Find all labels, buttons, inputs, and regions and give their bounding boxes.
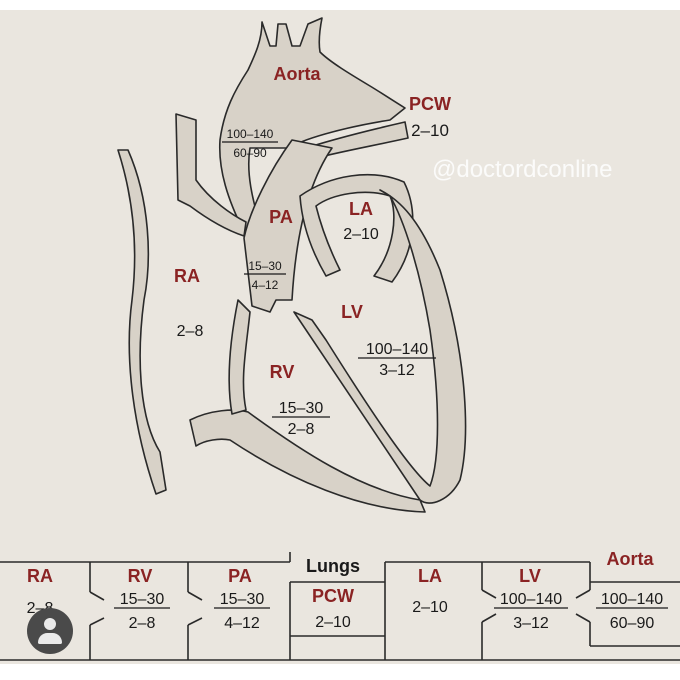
vena-cava-upper (175, 113, 247, 237)
la-value: 2–10 (343, 226, 379, 243)
flow-pa-bottom: 4–12 (224, 615, 260, 632)
rv-left-wall (228, 299, 251, 415)
flow-aorta-label: Aorta (606, 549, 654, 569)
aorta-bottom-value: 60–90 (233, 146, 267, 160)
flow-ra-label: RA (27, 566, 53, 586)
bottom-border (0, 664, 680, 680)
pa-label: PA (269, 207, 293, 227)
flow-pcw-value: 2–10 (315, 614, 351, 631)
flow-rv-top: 15–30 (120, 591, 165, 608)
la-wall (299, 173, 414, 283)
watermark: @doctordconline (432, 156, 612, 183)
ra-label: RA (174, 266, 200, 286)
flow-aorta-bottom: 60–90 (610, 615, 655, 632)
ra-value: 2–8 (177, 323, 204, 340)
rv-label: RV (270, 362, 295, 382)
flow-lungs-label: Lungs (306, 556, 360, 576)
lv-top-value: 100–140 (366, 341, 428, 358)
top-border (0, 0, 680, 10)
pulmonary-trunk (243, 139, 333, 313)
flow-rv-label: RV (128, 566, 153, 586)
rv-bottom-value: 2–8 (288, 421, 315, 438)
pa-top-value: 15–30 (248, 259, 282, 273)
ra-wall (117, 149, 167, 495)
flow-pcw-label: PCW (312, 586, 354, 606)
flow-lv-bottom: 3–12 (513, 615, 549, 632)
flow-la-label: LA (418, 566, 442, 586)
pcw-label: PCW (409, 94, 451, 114)
rv-top-value: 15–30 (279, 400, 324, 417)
flow-la-value: 2–10 (412, 599, 448, 616)
flow-lv-label: LV (519, 566, 541, 586)
flow-aorta-top: 100–140 (601, 591, 663, 608)
flow-lv-top: 100–140 (500, 591, 562, 608)
aorta-label: Aorta (273, 64, 321, 84)
flow-diagram (0, 552, 680, 661)
lv-bottom-value: 3–12 (379, 362, 415, 379)
avatar-body (38, 633, 62, 644)
flow-pa-top: 15–30 (220, 591, 265, 608)
avatar-head (44, 618, 56, 630)
pcw-value: 2–10 (411, 121, 449, 140)
la-label: LA (349, 199, 373, 219)
aorta-top-value: 100–140 (227, 127, 274, 141)
lower-heart-wall (189, 409, 426, 513)
lv-label: LV (341, 302, 363, 322)
flow-rv-bottom: 2–8 (129, 615, 156, 632)
user-avatar-icon[interactable] (27, 608, 73, 654)
flow-pa-label: PA (228, 566, 252, 586)
pa-bottom-value: 4–12 (252, 278, 279, 292)
